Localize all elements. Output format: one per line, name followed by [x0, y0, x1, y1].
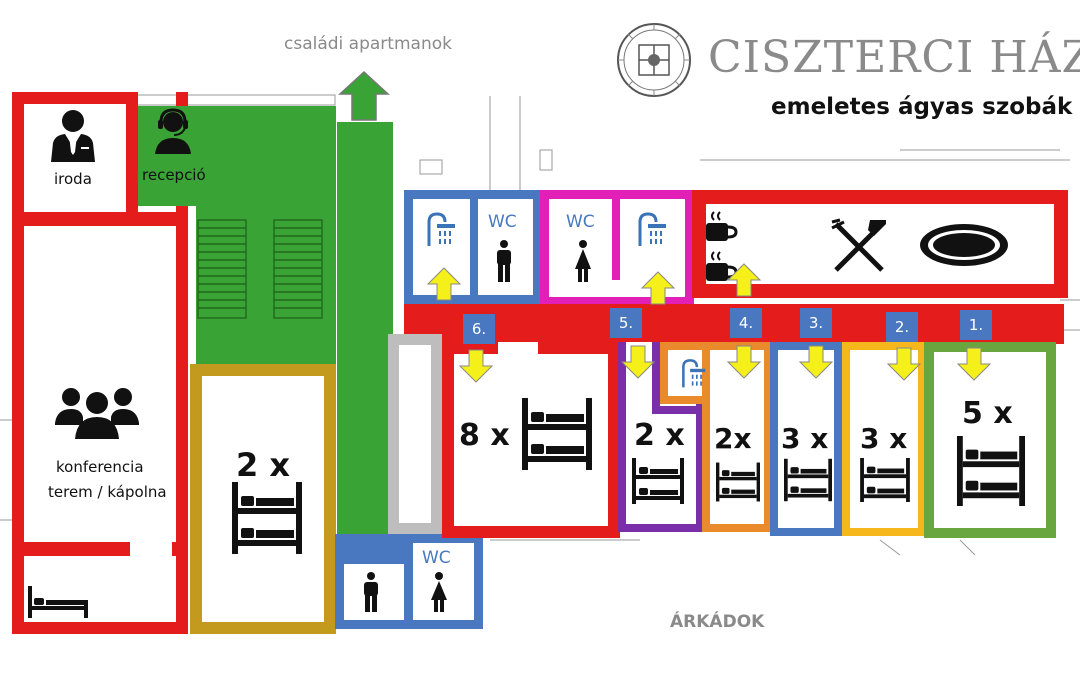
room-number-5: 5. — [610, 308, 642, 338]
room-3[interactable] — [770, 342, 842, 536]
shower-icon — [427, 212, 455, 246]
gold-room[interactable] — [190, 364, 336, 634]
room-1[interactable] — [924, 342, 1056, 538]
woman-icon — [431, 572, 447, 612]
arrow-down-icon — [726, 345, 762, 379]
green-area-middle — [196, 206, 336, 366]
coffee-icon — [706, 211, 738, 241]
man-icon — [364, 572, 378, 612]
bed-icon — [28, 586, 88, 618]
room-1-count: 5 x — [962, 396, 1013, 431]
bunk-bed-icon — [632, 458, 684, 504]
gold-room-count: 2 x — [236, 446, 291, 484]
room-5-count: 2 x — [634, 418, 685, 453]
wc-top-middle-partition — [612, 190, 620, 280]
conference-label-line1: konferencia — [56, 458, 144, 476]
room-number-2: 2. — [886, 312, 918, 342]
left-wing-outline — [12, 92, 188, 634]
room-5-upper-wall — [652, 342, 660, 414]
cistercian-seal-logo — [617, 23, 691, 97]
room-2[interactable] — [842, 342, 926, 536]
arrow-up-icon — [338, 70, 390, 121]
bunk-bed-icon — [716, 462, 760, 502]
room-number-1: 1. — [960, 310, 992, 340]
conference-label-line2: terem / kápolna — [48, 483, 167, 501]
reception-label: recepció — [142, 166, 206, 184]
room-2-count: 3 x — [860, 422, 908, 455]
room-number-4: 4. — [730, 308, 762, 338]
arrow-down-icon — [798, 345, 834, 379]
man-icon — [497, 240, 511, 282]
green-corridor — [337, 122, 393, 568]
page-subtitle: emeletes ágyas szobák — [771, 94, 1073, 120]
group-icon — [55, 388, 139, 439]
room-number-6: 6. — [463, 314, 495, 344]
bunk-bed-icon — [232, 482, 302, 554]
staircase — [197, 219, 323, 319]
room-number-3: 3. — [800, 308, 832, 338]
woman-icon — [575, 240, 591, 282]
arrow-down-icon — [458, 349, 494, 383]
logo — [614, 20, 694, 100]
shower-icon — [638, 212, 666, 246]
bunk-bed-icon — [860, 458, 910, 502]
room-6-count: 8 x — [459, 418, 510, 453]
arrow-up-icon — [726, 263, 762, 297]
logo-title: CISZTERCI HÁZ — [708, 32, 1080, 83]
room-3-count: 3 x — [781, 422, 829, 455]
fork-knife-icon — [831, 218, 886, 272]
room-4-side-wall — [702, 342, 710, 532]
wc-bottom-label: WC — [422, 548, 451, 568]
room-6-door-gap — [498, 342, 538, 354]
businessman-icon — [51, 110, 95, 162]
wc-bottom-partition — [404, 534, 413, 629]
wc-bottom-partition — [335, 534, 405, 564]
bunk-bed-icon — [784, 458, 832, 502]
bunk-bed-icon — [956, 436, 1026, 506]
wc-top-left-partition — [470, 190, 478, 304]
arrow-down-icon — [886, 347, 922, 381]
family-apartments-label: családi apartmanok — [284, 34, 452, 54]
support-agent-icon — [155, 108, 191, 154]
shower-icon — [682, 359, 706, 388]
wc-top-left-label: WC — [488, 212, 517, 232]
bunk-bed-icon — [522, 398, 592, 470]
left-wing-wall-stub — [172, 542, 188, 556]
room-6[interactable] — [442, 342, 620, 538]
wc-top-middle-label: WC — [566, 212, 595, 232]
plate-icon — [920, 224, 1008, 266]
left-wing-divider — [12, 212, 188, 226]
left-wing-wall-stub — [24, 542, 130, 556]
room-5-upper-wall — [652, 406, 704, 414]
arrow-down-icon — [956, 347, 992, 381]
storage-room — [388, 334, 442, 534]
arrow-up-icon — [640, 271, 676, 305]
arcades-label: ÁRKÁDOK — [670, 612, 765, 632]
arrow-down-icon — [620, 345, 656, 379]
room-4-count: 2x — [714, 422, 752, 455]
office-label: iroda — [54, 170, 92, 188]
arrow-up-icon — [426, 267, 462, 301]
